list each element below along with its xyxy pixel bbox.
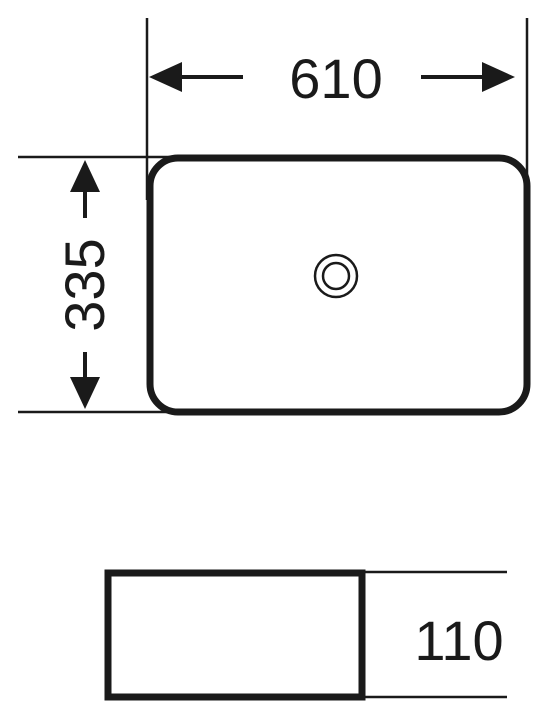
depth-arrow-top xyxy=(70,160,100,218)
top-view: 610 335 xyxy=(18,18,531,416)
width-arrow-right xyxy=(421,62,515,92)
basin-side-outline xyxy=(104,569,366,701)
width-dimension-label: 610 xyxy=(289,47,382,110)
height-dimension-label: 110 xyxy=(414,609,503,672)
depth-arrow-bottom xyxy=(70,352,100,409)
width-arrow-left xyxy=(149,62,243,92)
basin-outline xyxy=(146,154,531,416)
side-view: 110 xyxy=(104,569,507,701)
drain-icon xyxy=(313,253,359,299)
depth-dimension-label: 335 xyxy=(53,238,116,331)
